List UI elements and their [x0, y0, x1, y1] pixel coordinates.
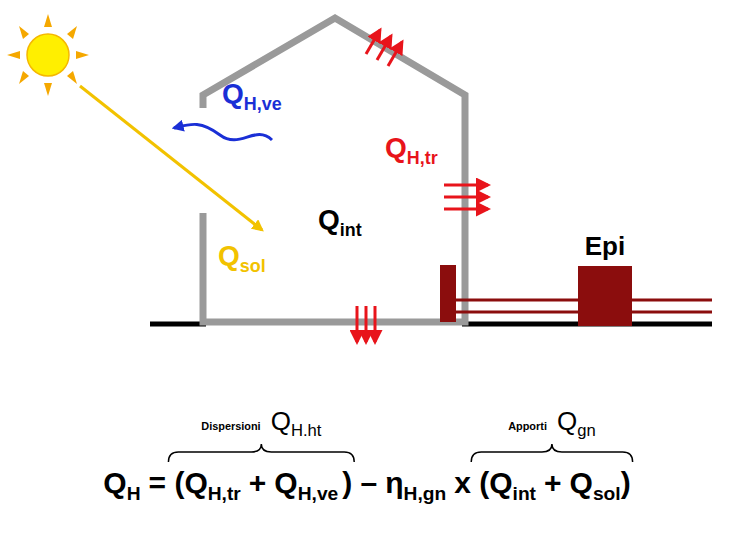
- symbol-term: Q: [218, 240, 240, 271]
- symbol-term: ) –: [342, 466, 377, 499]
- quantity-label: QH,ve: [222, 78, 282, 114]
- energy-formula: QH= (QH,tr+QH,ve) –ηH,gnx (Qint+Qsol): [103, 466, 630, 505]
- symbol-term: Q: [570, 466, 593, 499]
- group-caption: Dispersioni: [201, 420, 260, 432]
- symbol-term: Q: [184, 466, 207, 499]
- generator-box: Epi: [556, 232, 654, 326]
- node-label: Epi: [556, 232, 654, 262]
- subscript: H,tr: [407, 148, 438, 168]
- transmission-arrows: [366, 30, 402, 66]
- subscript: H,gn: [404, 483, 447, 504]
- subscript: int: [513, 483, 536, 504]
- subscript: H,tr: [208, 483, 241, 504]
- symbol-term: ): [621, 466, 631, 499]
- symbol-term: Q: [222, 78, 244, 109]
- house-outline: [203, 18, 465, 322]
- symbol-term: Q: [274, 466, 297, 499]
- overbrace: [471, 444, 632, 462]
- transmission-arrows: [357, 306, 375, 342]
- group-caption: Apporti: [508, 420, 547, 432]
- subscript: int: [340, 220, 362, 240]
- symbol-term: Q: [489, 466, 512, 499]
- generator-block: [578, 266, 632, 326]
- subscript: H,ve: [298, 483, 339, 504]
- ground-line: [150, 322, 206, 327]
- quantity-label: Qint: [318, 204, 362, 240]
- quantity-label: Dispersioni QH.ht: [201, 407, 321, 440]
- quantity-label: Apporti Qgn: [508, 407, 596, 440]
- quantity-label: Qsol: [218, 240, 266, 276]
- subscript: sol: [240, 256, 266, 276]
- symbol-term: Q: [557, 406, 577, 436]
- symbol-term: Q: [385, 132, 407, 163]
- subscript: H,ve: [244, 94, 282, 114]
- subscript: sol: [593, 483, 621, 504]
- subscript: H.ht: [291, 421, 322, 440]
- symbol-term: η: [385, 466, 403, 499]
- symbol-term: Q: [103, 466, 126, 499]
- symbol-term: x (: [454, 466, 489, 499]
- symbol-term: Q: [271, 406, 291, 436]
- symbol-term: +: [544, 466, 562, 499]
- overbrace: [168, 444, 354, 462]
- symbol-term: Q: [318, 204, 340, 235]
- symbol-term: = (: [149, 466, 185, 499]
- sun-symbol: [7, 14, 89, 96]
- transmission-arrows: [444, 185, 488, 209]
- quantity-label: QH,tr: [385, 132, 438, 168]
- ventilation-arrow: [174, 124, 272, 140]
- radiator: [440, 265, 456, 322]
- subscript: gn: [577, 421, 596, 440]
- symbol-term: +: [249, 466, 267, 499]
- subscript: H: [127, 483, 141, 504]
